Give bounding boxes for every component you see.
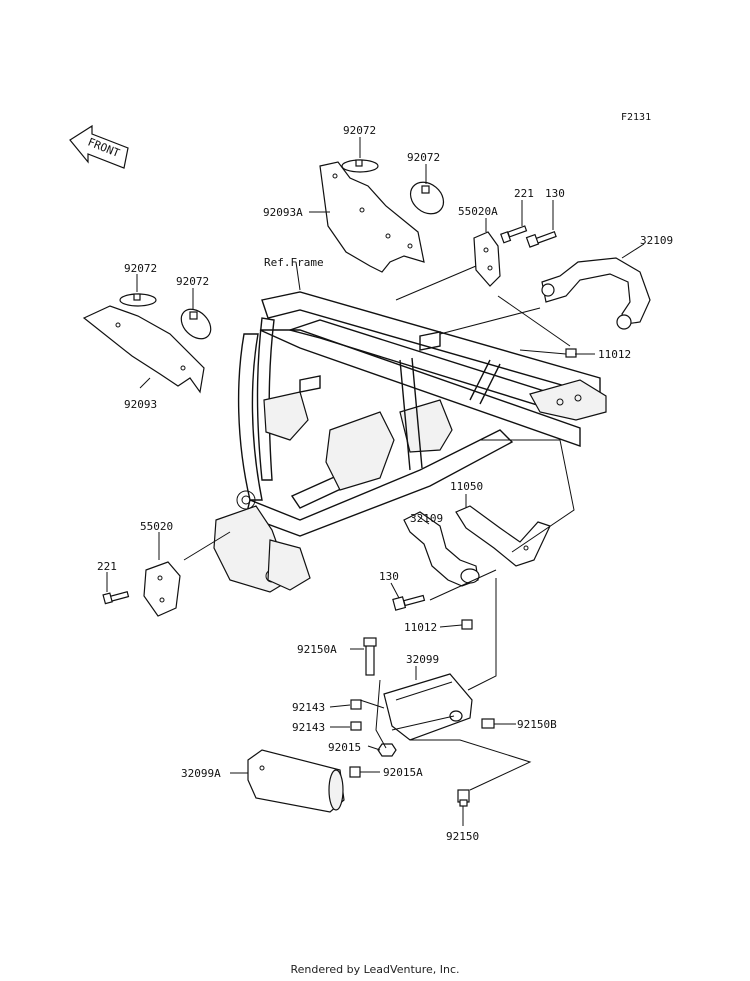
label-32109-b: 32109	[410, 512, 443, 525]
nut-92015[interactable]	[377, 743, 397, 757]
bolt-221-upper[interactable]	[500, 225, 528, 244]
label-92093A: 92093A	[263, 206, 303, 219]
footer-credit: Rendered by LeadVenture, Inc.	[290, 963, 460, 976]
label-92150A: 92150A	[297, 643, 337, 656]
collar-11012-upper[interactable]	[565, 348, 577, 358]
footrest-bar-32109-upper[interactable]	[541, 257, 651, 330]
heat-guard-32099[interactable]	[383, 673, 473, 741]
label-221-a: 221	[514, 187, 534, 200]
label-92015A: 92015A	[383, 766, 423, 779]
label-11050: 11050	[450, 480, 483, 493]
label-11012-b: 11012	[404, 621, 437, 634]
nut-92143-1[interactable]	[350, 699, 362, 710]
clamp-band-92072-upper-2[interactable]	[404, 176, 450, 221]
label-32109-a: 32109	[640, 234, 673, 247]
ref-frame-label: Ref.Frame	[264, 256, 324, 269]
label-92072-b: 92072	[407, 151, 440, 164]
label-11012-a: 11012	[598, 348, 631, 361]
label-130-a: 130	[545, 187, 565, 200]
leader-lines	[106, 137, 645, 826]
label-92143-a: 92143	[292, 701, 325, 714]
label-92143-b: 92143	[292, 721, 325, 734]
bracket-55020[interactable]	[143, 561, 181, 617]
label-32099: 32099	[406, 653, 439, 666]
part-labels: 92072 92072 92093A 55020A 221 130 32109 …	[97, 124, 673, 843]
label-55020: 55020	[140, 520, 173, 533]
side-cover-92093A[interactable]	[319, 161, 425, 273]
label-32099A: 32099A	[181, 767, 221, 780]
label-92072-d: 92072	[176, 275, 209, 288]
muffler-cover-32099A[interactable]	[247, 749, 345, 813]
screw-92150B[interactable]	[481, 718, 495, 729]
clip-92015A[interactable]	[349, 766, 361, 778]
label-92150: 92150	[446, 830, 479, 843]
label-92015: 92015	[328, 741, 361, 754]
label-92072-c: 92072	[124, 262, 157, 275]
label-92072-a: 92072	[343, 124, 376, 137]
front-arrow-icon: FRONT	[69, 124, 129, 169]
frame-assembly	[213, 291, 607, 593]
bolt-92150A[interactable]	[363, 637, 377, 676]
bolt-130-lower[interactable]	[392, 594, 426, 611]
label-130-b: 130	[379, 570, 399, 583]
collar-11012-lower[interactable]	[461, 619, 473, 630]
bolt-130-upper[interactable]	[525, 230, 557, 248]
label-221-b: 221	[97, 560, 117, 573]
label-92150B: 92150B	[517, 718, 557, 731]
screw-92150[interactable]	[457, 789, 470, 807]
nut-92143-2[interactable]	[350, 721, 362, 731]
bolt-221-lower[interactable]	[102, 591, 130, 605]
clamp-band-92072-upper-1[interactable]	[341, 159, 379, 173]
bracket-55020A[interactable]	[473, 231, 501, 287]
clamp-band-92072-lower-2[interactable]	[175, 303, 216, 344]
label-55020A: 55020A	[458, 205, 498, 218]
label-92093: 92093	[124, 398, 157, 411]
clamp-band-92072-lower-1[interactable]	[119, 293, 157, 307]
side-cover-92093[interactable]	[82, 305, 205, 394]
diagram-code: F2131	[621, 112, 652, 123]
